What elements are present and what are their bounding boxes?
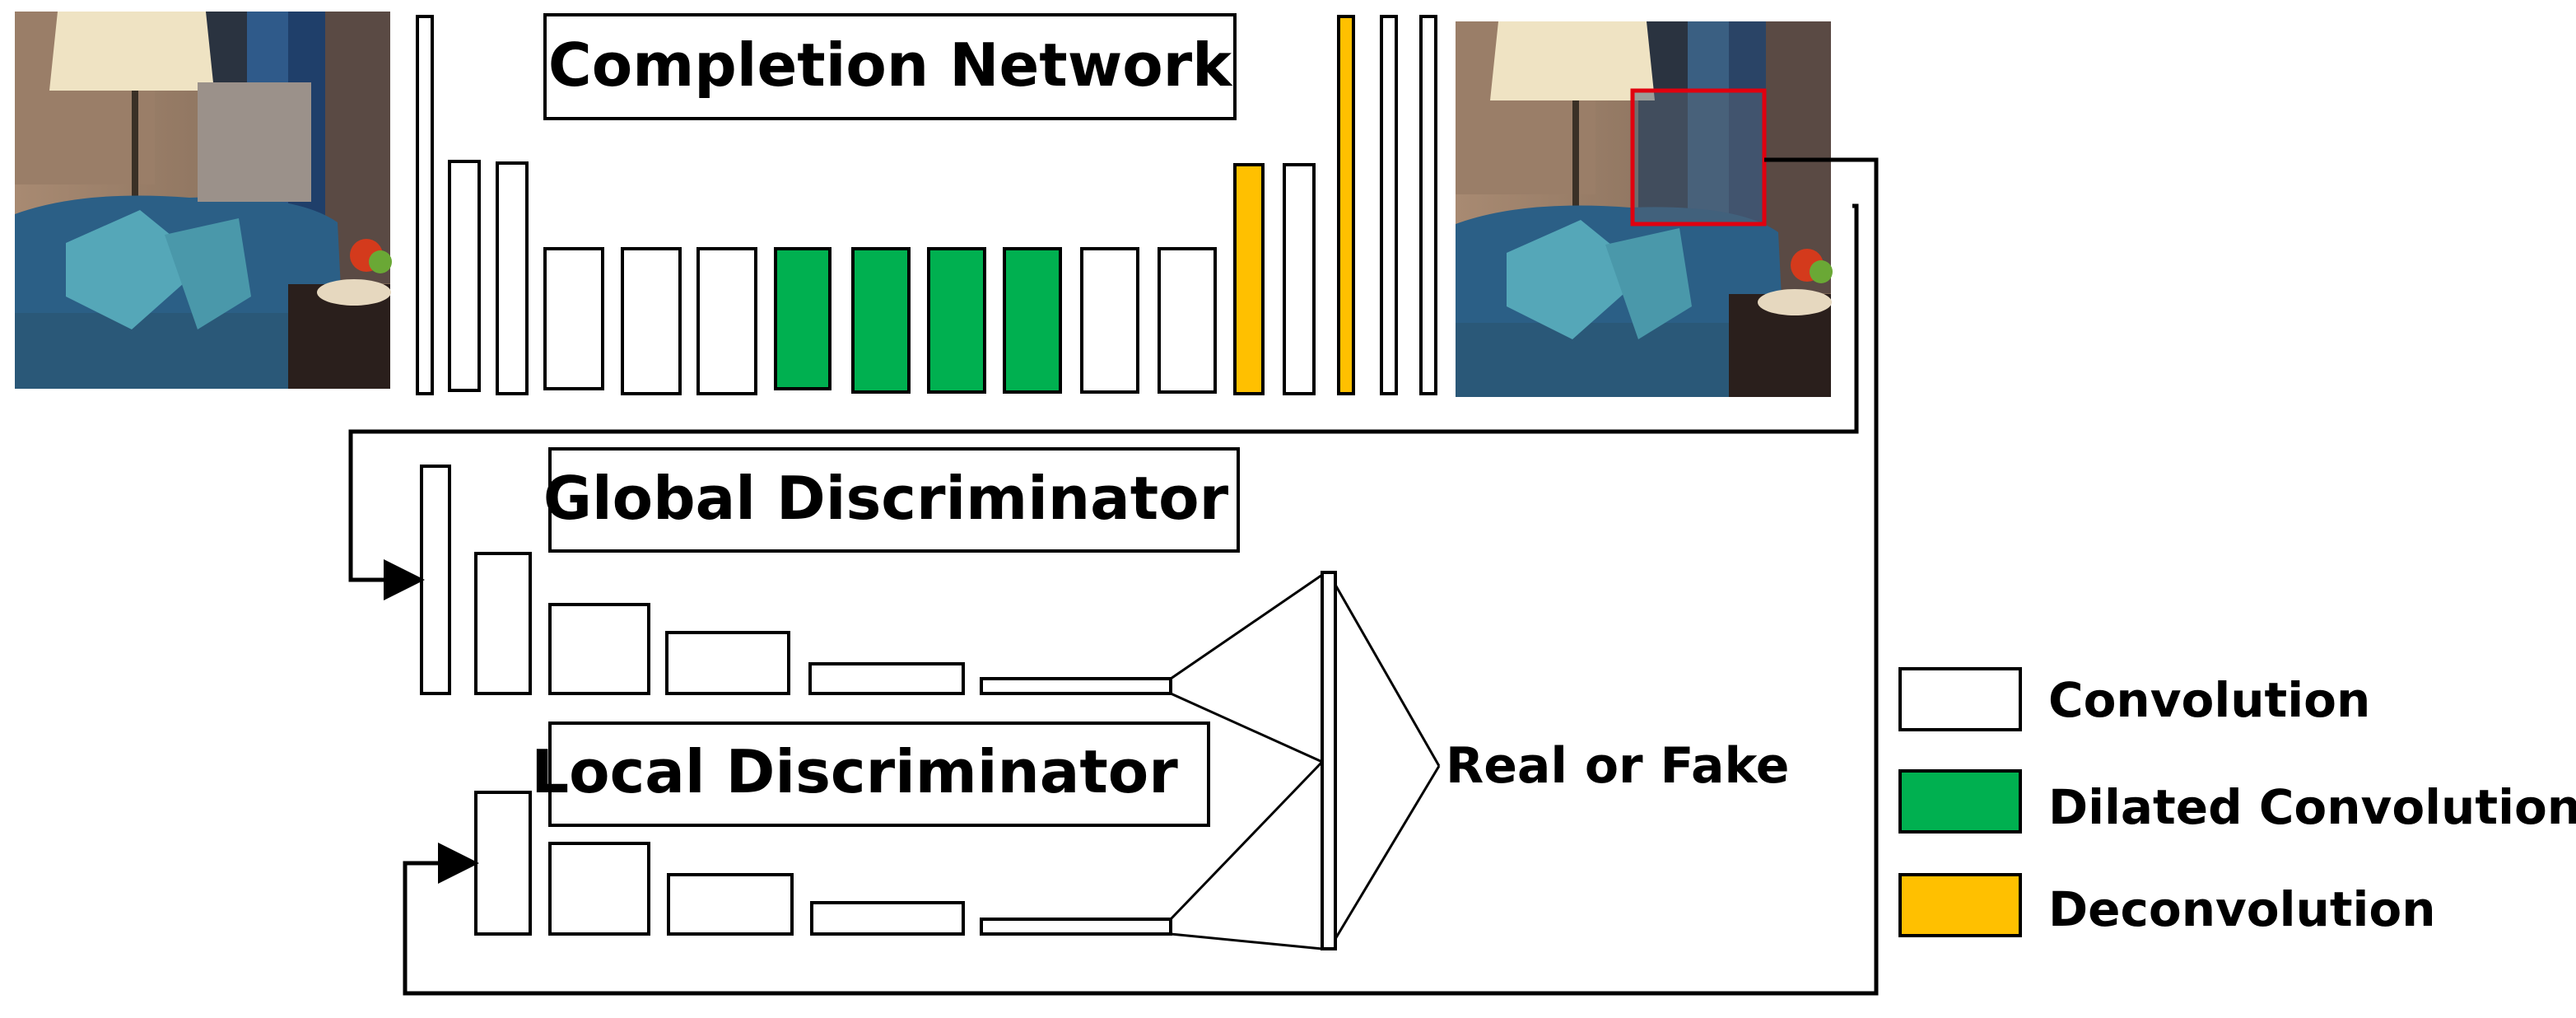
conv-layer	[665, 631, 790, 695]
conv-layer	[496, 161, 529, 395]
legend-label-dilated: Dilated Convolution	[2048, 779, 2576, 835]
local-input-arrow	[403, 157, 1879, 996]
completion-network-title: Completion Network	[548, 30, 1233, 100]
conv-layer	[548, 603, 650, 695]
conv-layer	[474, 791, 532, 936]
deconv-layer	[1337, 15, 1355, 395]
global-title-box: Global Discriminator	[543, 447, 1240, 553]
global-discriminator-layers	[420, 465, 1172, 695]
conv-layer	[448, 160, 481, 392]
dilated-swatch	[1898, 769, 2022, 834]
conv-layer	[1380, 15, 1398, 395]
local-discriminator-title: Local Discriminator	[531, 737, 1178, 806]
conv-layer	[548, 842, 650, 936]
legend-item-convolution: Convolution	[1898, 667, 2370, 731]
conv-layer	[1080, 247, 1139, 394]
fusion-connectors	[1169, 573, 1441, 950]
conv-layer	[474, 552, 532, 695]
dilated-conv-layer	[851, 247, 911, 394]
conv-layer	[667, 873, 794, 936]
dilated-conv-layer	[774, 247, 831, 390]
legend-item-deconvolution: Deconvolution	[1898, 873, 2436, 937]
conv-layer	[980, 918, 1172, 936]
conv-layer	[621, 247, 682, 395]
convolution-swatch	[1898, 667, 2022, 731]
conv-layer	[980, 677, 1172, 695]
local-discriminator-layers	[474, 791, 1172, 936]
global-input-arrow	[348, 203, 1859, 600]
conv-layer	[696, 247, 757, 395]
real-or-fake-label: Real or Fake	[1446, 737, 1789, 795]
dilated-conv-layer	[1003, 247, 1062, 394]
conv-layer	[420, 465, 451, 695]
completion-network-layers	[416, 15, 1437, 395]
dilated-conv-layer	[927, 247, 986, 394]
conv-layer	[808, 662, 965, 695]
completed-region-highlight	[1630, 88, 1767, 226]
fully-connected-layer	[1321, 571, 1337, 950]
conv-layer	[810, 901, 965, 936]
legend: Convolution Dilated Convolution Deconvol…	[1898, 667, 2576, 937]
deconv-layer	[1233, 163, 1265, 395]
conv-layer	[543, 247, 604, 390]
conv-layer	[1419, 15, 1437, 395]
conv-layer	[1283, 163, 1316, 395]
legend-label-deconvolution: Deconvolution	[2048, 881, 2436, 937]
global-discriminator-title: Global Discriminator	[543, 464, 1229, 533]
legend-label-convolution: Convolution	[2048, 672, 2370, 728]
routing-arrows	[348, 157, 1879, 996]
conv-layer	[1158, 247, 1217, 394]
completion-title-box: Completion Network	[543, 13, 1237, 120]
legend-item-dilated: Dilated Convolution	[1898, 769, 2576, 835]
local-title-box: Local Discriminator	[531, 721, 1210, 827]
input-image	[15, 12, 392, 389]
output-image	[1456, 21, 1833, 397]
mask-region	[198, 82, 311, 202]
conv-layer	[416, 15, 434, 395]
deconvolution-swatch	[1898, 873, 2022, 937]
